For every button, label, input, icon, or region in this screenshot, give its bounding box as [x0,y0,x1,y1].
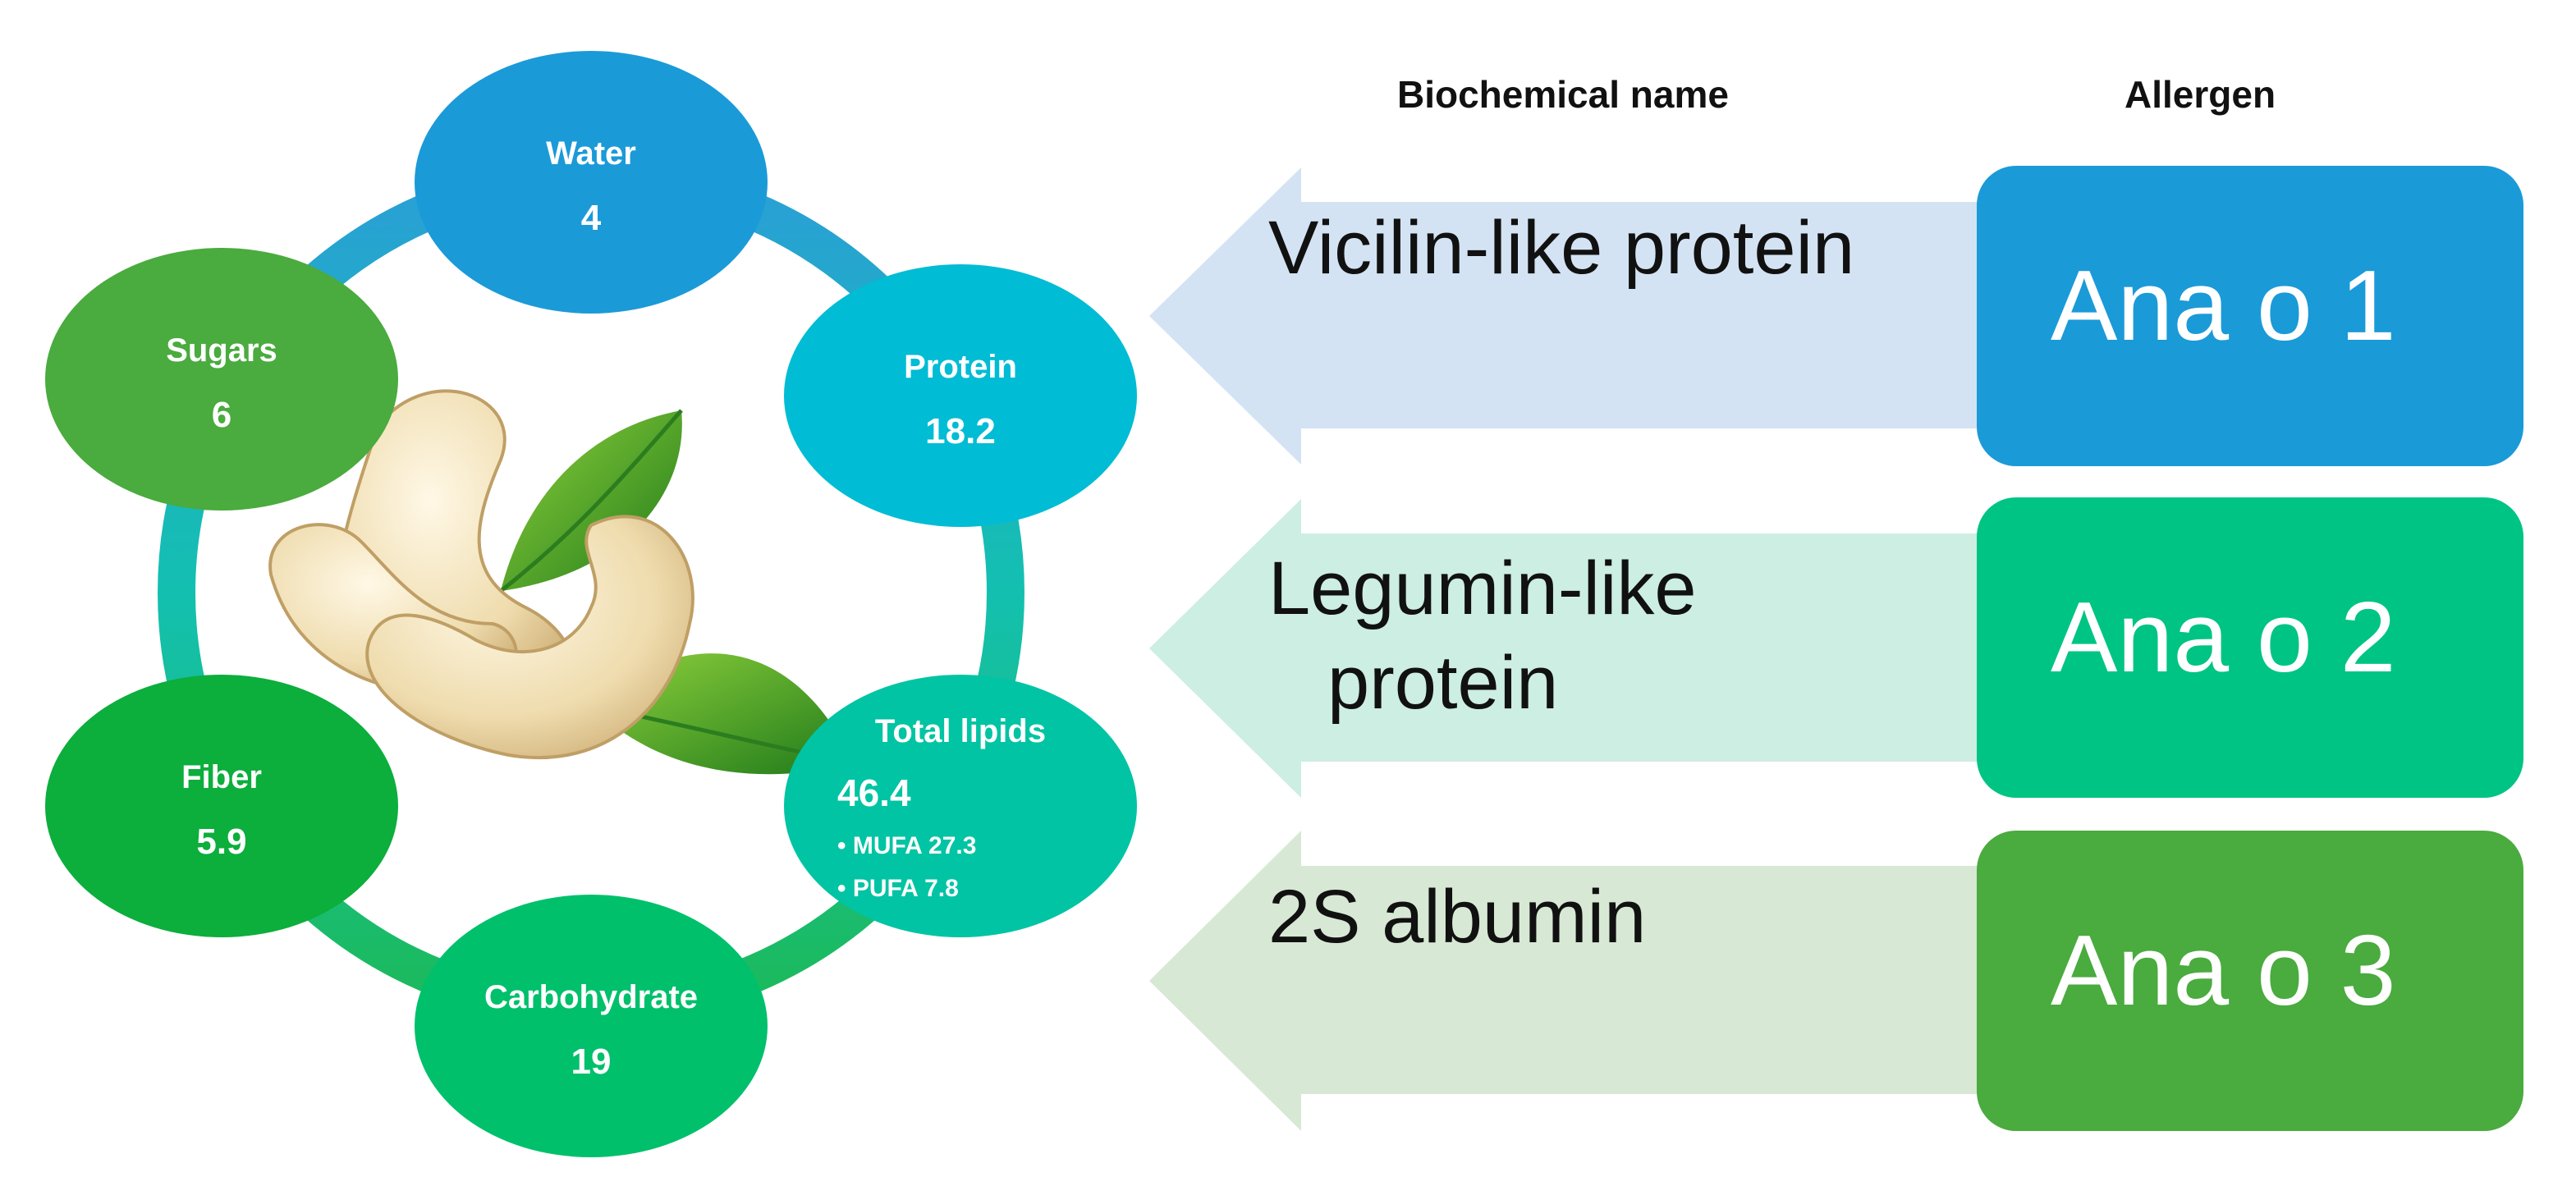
arrow-1 [1149,167,1987,465]
biochemical-name-line: Legumin-like [1268,547,1697,630]
node-value: 4 [581,198,602,238]
node-subvalue: • MUFA 27.3 [837,832,976,859]
biochemical-name-line: Vicilin-like protein [1268,206,1855,290]
arrow-2 [1149,499,1987,798]
node-lipids-ellipse [784,675,1137,937]
arrow-3 [1149,831,1987,1131]
allergen-header: Allergen [2125,73,2276,116]
biochemical-name-line: 2S albumin [1268,875,1647,959]
node-value: 5.9 [196,822,246,862]
node-protein-ellipse [784,264,1137,527]
biochemical-name-2: Legumin-like protein [1268,542,1697,730]
node-label: Carbohydrate [484,979,698,1015]
node-label: Total lipids [875,713,1046,749]
node-water-ellipse [415,51,768,314]
cashew-illustration-icon [268,389,855,775]
node-sugars: Sugars 6 [45,248,398,511]
node-label: Fiber [181,759,262,795]
allergen-arrows [1149,167,1987,1131]
node-value: 18.2 [925,411,996,451]
node-fiber-ellipse [45,675,398,937]
node-fiber: Fiber 5.9 [45,675,398,937]
node-label: Protein [904,349,1017,385]
node-sugars-ellipse [45,248,398,511]
allergen-box-ana-o-1: Ana o 1 [1977,166,2523,466]
node-value: 46.4 [837,772,911,814]
node-water: Water 4 [415,51,768,314]
biochemical-name-line: protein [1327,641,1559,725]
allergen-label: Ana o 3 [2051,914,2396,1026]
node-subvalue: • PUFA 7.8 [837,875,959,902]
biochemical-name-1: Vicilin-like protein [1268,201,1854,295]
node-label: Water [546,135,636,172]
biochemical-name-header: Biochemical name [1397,73,1729,116]
node-value: 19 [571,1042,612,1082]
node-lipids: Total lipids 46.4 • MUFA 27.3 • PUFA 7.8 [784,675,1137,937]
allergen-box-ana-o-3: Ana o 3 [1977,831,2523,1131]
node-label: Sugars [166,332,277,369]
allergen-label: Ana o 1 [2051,250,2396,361]
node-carbohydrate-ellipse [415,895,768,1157]
biochemical-name-3: 2S albumin [1268,870,1646,964]
node-protein: Protein 18.2 [784,264,1137,527]
node-carbohydrate: Carbohydrate 19 [415,895,768,1157]
allergen-box-ana-o-2: Ana o 2 [1977,497,2523,798]
node-value: 6 [212,395,231,435]
allergen-label: Ana o 2 [2051,581,2396,693]
